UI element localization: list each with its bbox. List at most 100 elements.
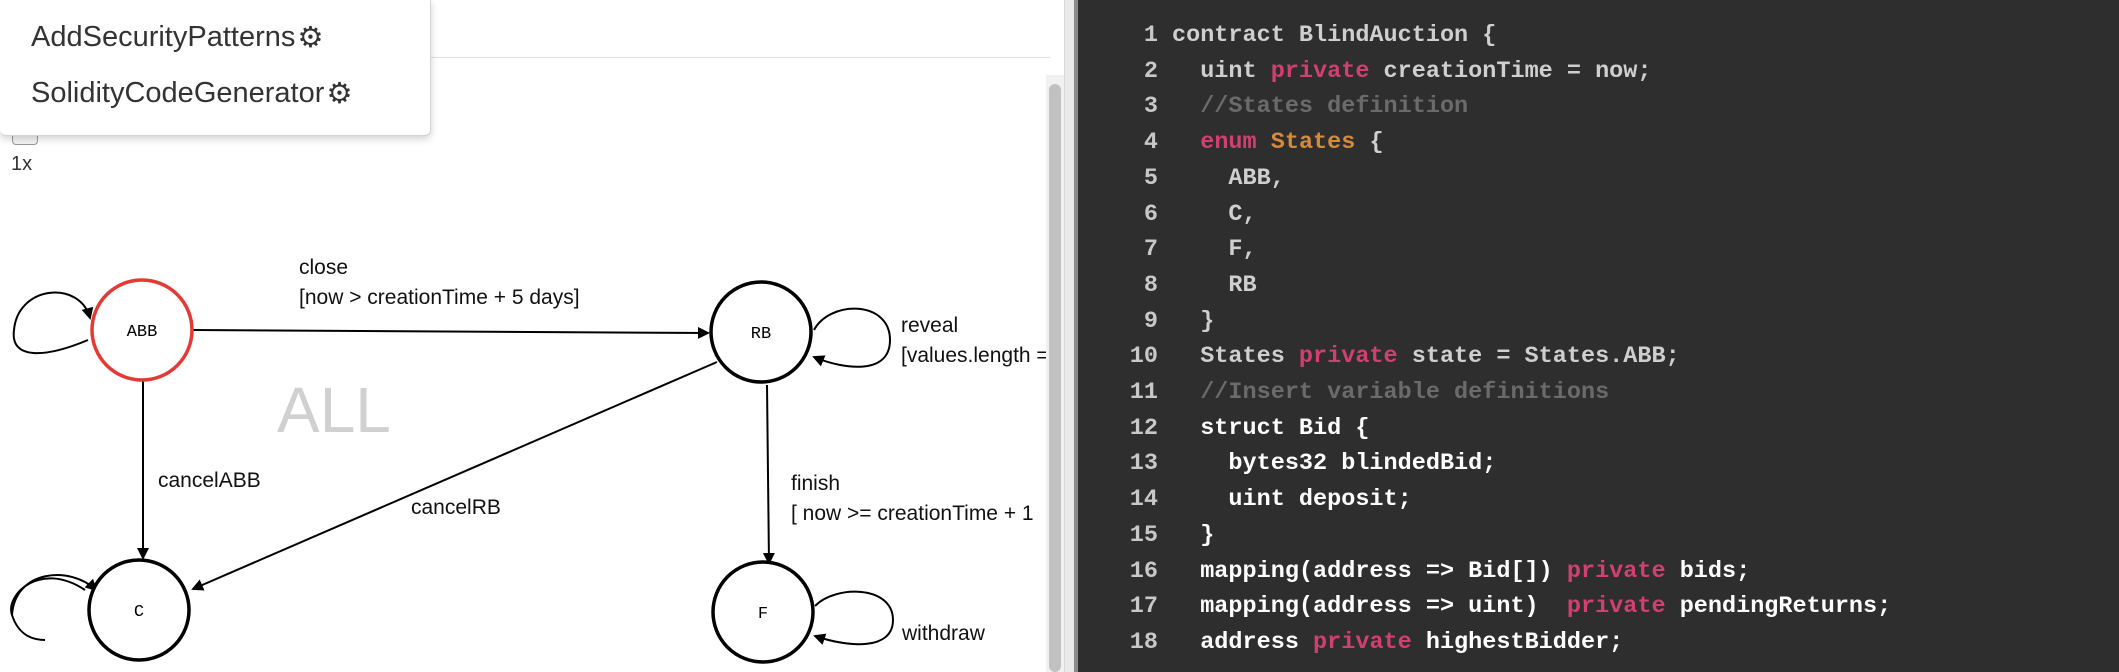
code-token: private	[1566, 557, 1666, 585]
menu-item-label: AddSecurityPatterns	[31, 21, 296, 53]
code-token: mapping(address => uint)	[1172, 593, 1567, 621]
code-line[interactable]: 10 States private state = States.ABB;	[1078, 339, 1680, 375]
code-line[interactable]: 13 bytes32 blindedBid;	[1078, 446, 1497, 482]
code-token: private	[1270, 57, 1370, 85]
state-f[interactable]: F	[711, 560, 815, 664]
code-line[interactable]: 5 ABB,	[1078, 161, 1285, 197]
toolbar-divider	[430, 57, 1050, 58]
line-number: 8	[1143, 271, 1158, 299]
code-token: //Insert variable definitions	[1172, 379, 1610, 406]
code-token: private	[1298, 343, 1398, 371]
code-line[interactable]: 7 F,	[1078, 232, 1257, 268]
code-line[interactable]: 2 uint private creationTime = now;	[1078, 54, 1652, 90]
state-rb[interactable]: RB	[709, 280, 813, 384]
diagram-scrollbar-thumb[interactable]	[1049, 84, 1061, 672]
code-token: F,	[1172, 236, 1257, 264]
code-token: enum	[1200, 129, 1257, 157]
line-number: 16	[1129, 557, 1158, 585]
code-line[interactable]: 17 mapping(address => uint) private pend…	[1078, 589, 1891, 625]
line-number: 12	[1129, 414, 1158, 442]
menu-item-solidity-code-generator[interactable]: SolidityCodeGenerator ⚙	[31, 76, 352, 111]
code-token: RB	[1172, 271, 1257, 299]
edge-withdraw-self-loop[interactable]	[813, 590, 895, 646]
gear-icon: ⚙	[326, 78, 353, 110]
code-token: bids;	[1665, 557, 1751, 585]
code-token: States	[1172, 343, 1299, 371]
diagram-panel: ALL ABB RB C F close [now	[0, 0, 1050, 672]
line-number: 2	[1143, 57, 1158, 85]
code-token: struct Bid {	[1172, 414, 1370, 442]
code-token: contract BlindAuction {	[1172, 22, 1497, 49]
state-machine-diagram: ALL ABB RB C F close [now	[10, 256, 1046, 664]
plugin-dropdown-menu: AddSecurityPatterns ⚙ SolidityCodeGenera…	[0, 0, 431, 136]
code-token	[1257, 129, 1271, 156]
state-c[interactable]: C	[87, 558, 191, 662]
state-label: RB	[751, 325, 771, 344]
code-token: uint	[1172, 57, 1271, 85]
menu-item-label: SolidityCodeGenerator	[31, 77, 325, 109]
state-label: ABB	[127, 323, 158, 342]
edge-cancel-rb[interactable]	[191, 361, 718, 591]
gear-icon: ⚙	[297, 22, 324, 54]
line-number: 11	[1129, 379, 1158, 406]
edge-c-self-loop[interactable]	[11, 574, 98, 616]
edge-label-withdraw: withdraw	[901, 622, 986, 645]
code-line[interactable]: 12 struct Bid {	[1078, 411, 1370, 447]
edge-label-cancel-rb: cancelRB	[411, 496, 501, 519]
code-token: States	[1270, 129, 1356, 157]
line-number: 3	[1143, 93, 1158, 121]
code-line[interactable]: 6 C,	[1078, 197, 1257, 233]
code-line[interactable]: 14 uint deposit;	[1078, 482, 1412, 518]
edge-abb-self-loop-tail	[12, 329, 89, 355]
code-token: ABB,	[1172, 164, 1285, 192]
edge-reveal-self-loop[interactable]	[812, 307, 892, 368]
diagram-watermark: ALL	[277, 374, 391, 446]
code-line[interactable]: 4 enum States {	[1078, 125, 1384, 161]
code-token: //States definition	[1172, 93, 1469, 121]
edge-label-reveal: reveal	[901, 314, 958, 337]
line-number: 6	[1143, 200, 1158, 228]
code-line[interactable]: 11 //Insert variable definitions	[1078, 375, 1609, 411]
edge-label-close: close	[299, 256, 348, 279]
code-token: uint deposit;	[1172, 486, 1412, 514]
state-abb[interactable]: ABB	[90, 278, 194, 382]
menu-item-add-security-patterns[interactable]: AddSecurityPatterns ⚙	[31, 20, 323, 55]
code-line[interactable]: 16 mapping(address => Bid[]) private bid…	[1078, 554, 1750, 590]
line-number: 4	[1143, 129, 1158, 157]
panel-splitter[interactable]	[1064, 0, 1075, 672]
edge-label-finish: finish	[791, 472, 840, 495]
zoom-level-label: 1x	[11, 153, 33, 175]
code-line[interactable]: 9 }	[1078, 304, 1214, 340]
state-label: C	[134, 603, 144, 622]
code-token: C,	[1172, 200, 1257, 228]
edge-guard-close: [now > creationTime + 5 days]	[299, 286, 580, 309]
state-label: F	[758, 605, 768, 624]
edge-finish[interactable]	[762, 384, 775, 565]
edge-guard-reveal: [values.length =	[901, 344, 1046, 367]
line-number: 10	[1129, 343, 1158, 371]
line-number: 7	[1143, 236, 1158, 264]
edge-label-cancel-abb: cancelABB	[158, 469, 261, 492]
edge-c-self-loop-tail	[10, 577, 86, 641]
code-line[interactable]: 3 //States definition	[1078, 89, 1468, 125]
code-token: private	[1566, 593, 1666, 621]
code-token: private	[1313, 628, 1412, 656]
code-line[interactable]: 18 address private highestBidder;	[1078, 625, 1624, 661]
line-number: 14	[1129, 486, 1158, 514]
edge-guard-finish: [ now >= creationTime + 1	[791, 502, 1034, 525]
code-token: mapping(address => Bid[])	[1172, 557, 1567, 585]
line-number: 9	[1143, 307, 1158, 335]
code-token: }	[1172, 521, 1215, 549]
line-number: 5	[1143, 164, 1158, 192]
code-token: highestBidder;	[1411, 628, 1624, 656]
code-token	[1172, 129, 1200, 156]
code-token: state = States.ABB;	[1397, 343, 1680, 371]
code-line[interactable]: 15 }	[1078, 518, 1215, 554]
code-line[interactable]: 8 RB	[1078, 268, 1257, 304]
line-number: 18	[1129, 628, 1158, 656]
edge-close[interactable]	[192, 326, 710, 339]
code-token: address	[1172, 628, 1314, 656]
edge-abb-self-loop[interactable]	[13, 291, 94, 331]
